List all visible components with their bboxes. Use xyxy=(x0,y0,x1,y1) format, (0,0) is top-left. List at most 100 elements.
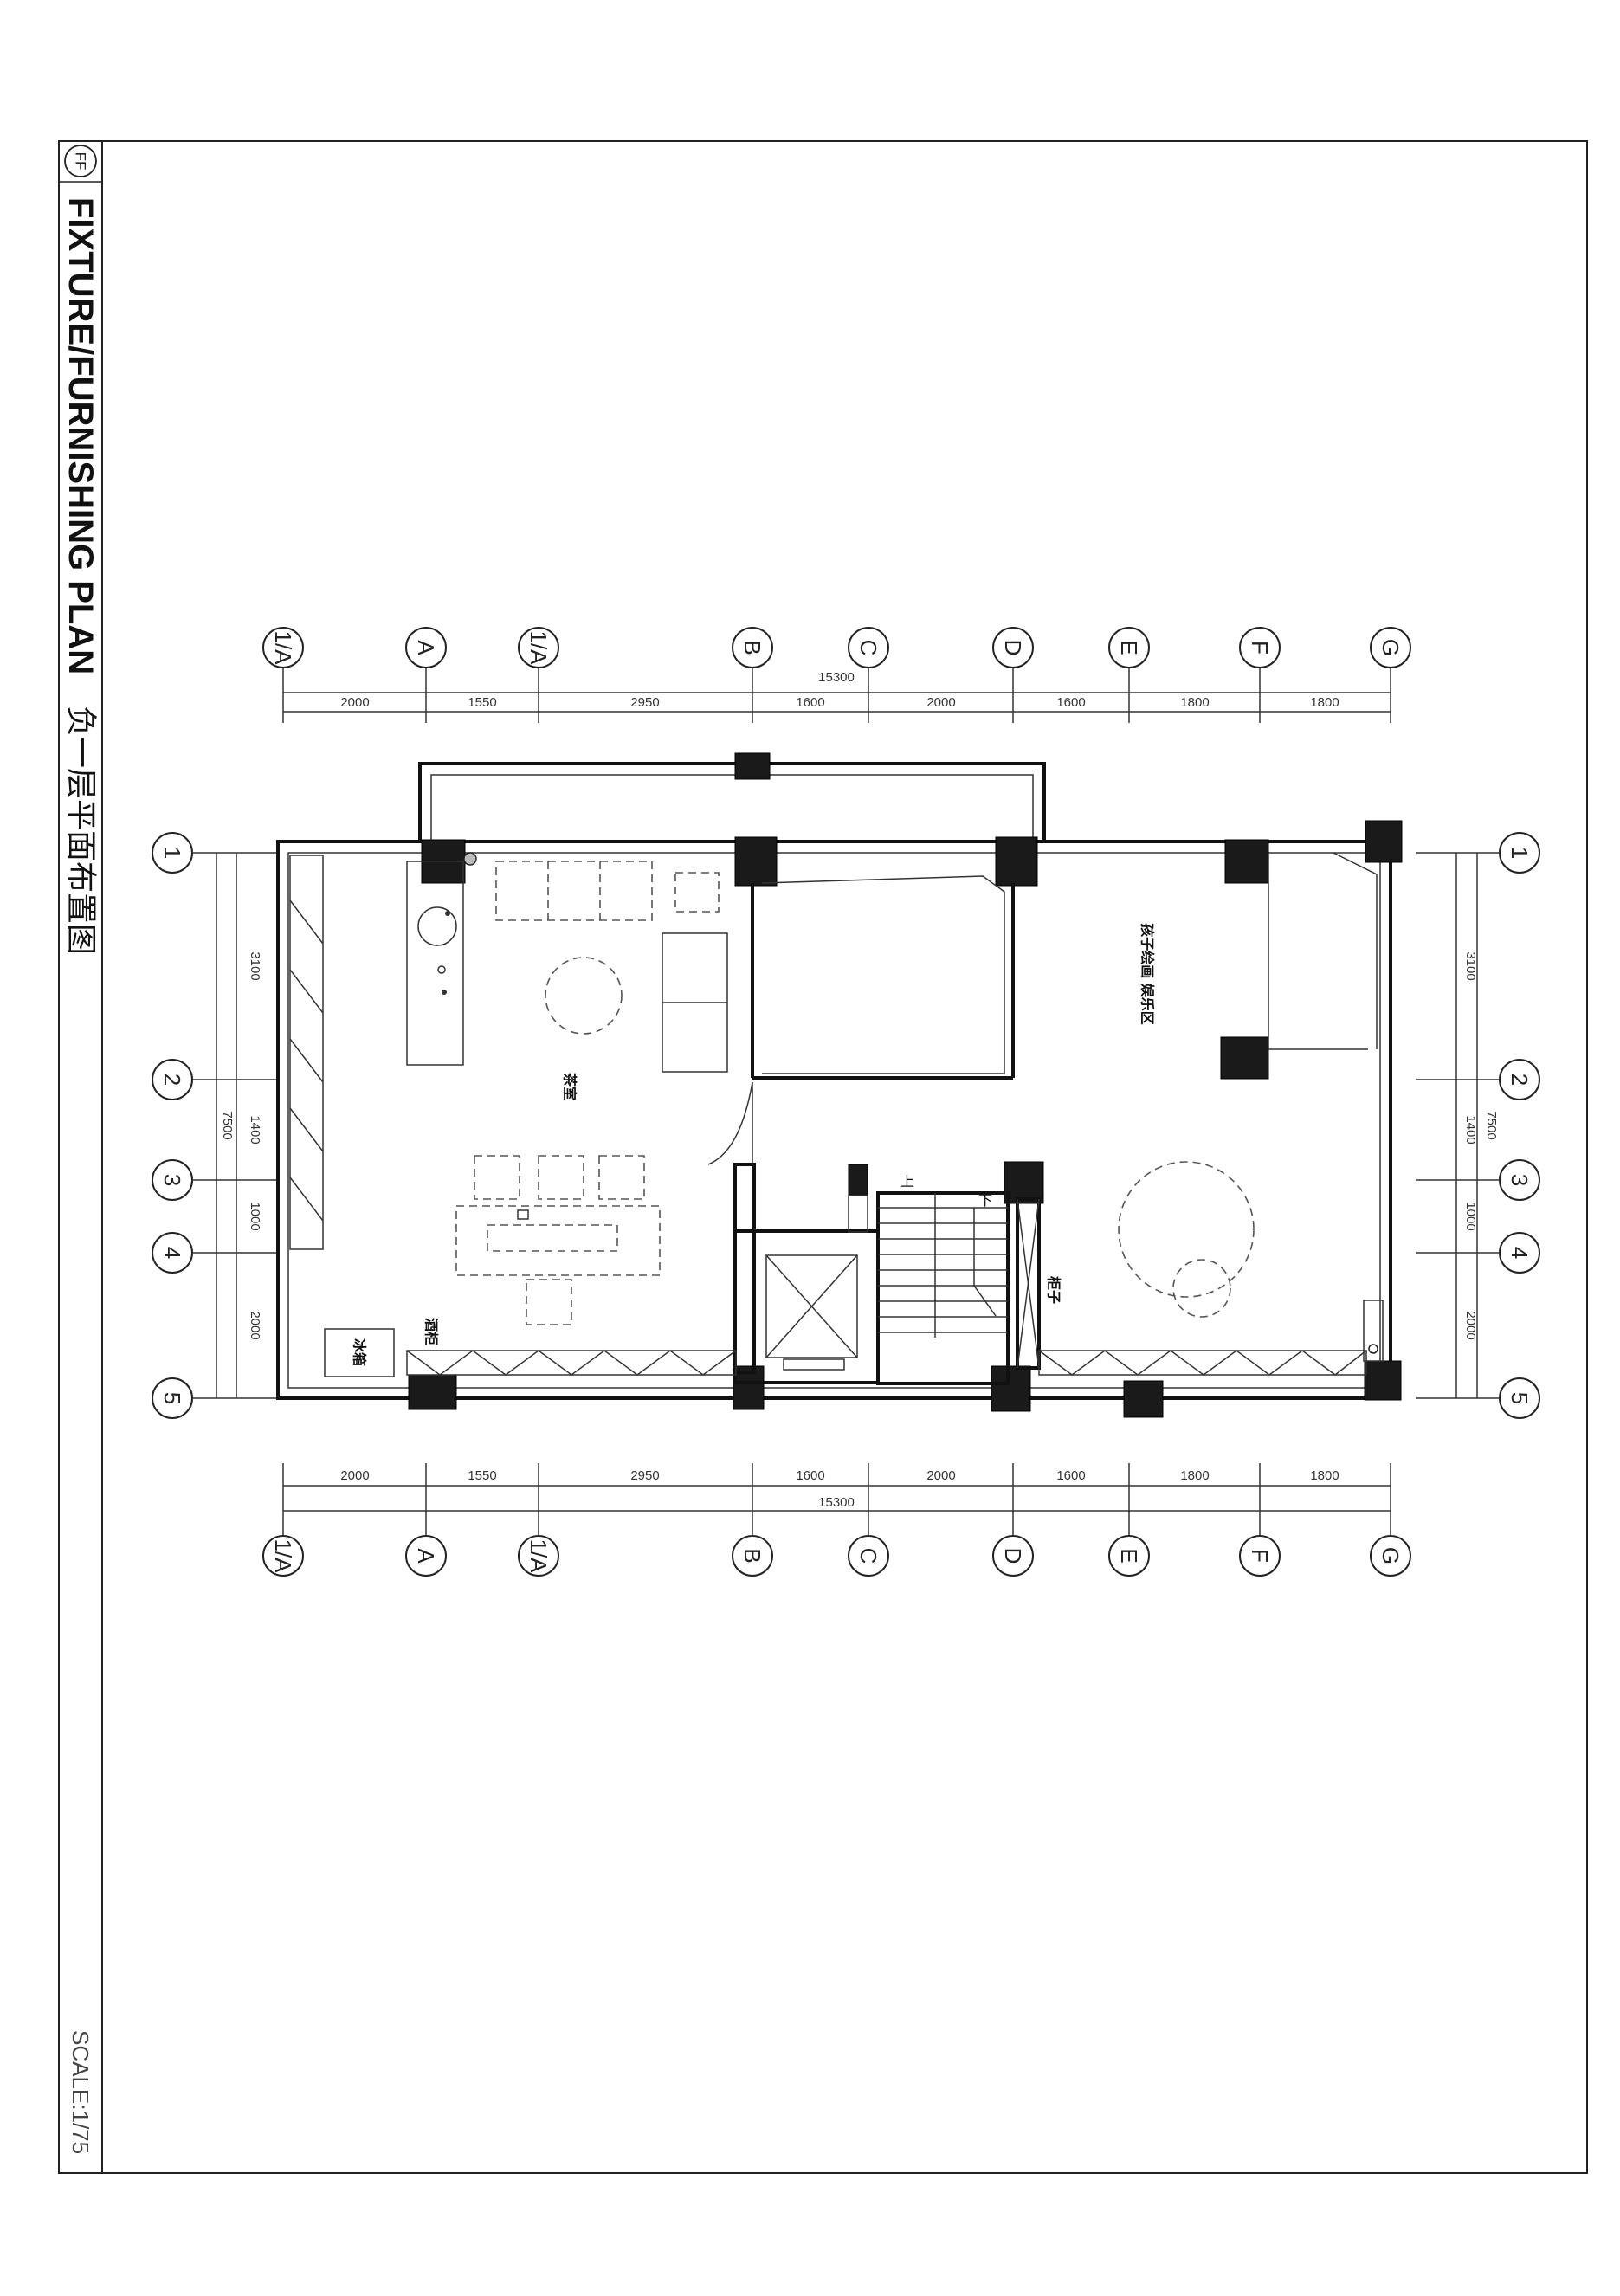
fridge-label: 冰箱 xyxy=(352,1338,368,1366)
sheet-border xyxy=(58,140,1588,2174)
stair-down-label: 下 xyxy=(978,1192,992,1209)
dim-top-seg-4: 1600 xyxy=(796,695,824,710)
sofa-top xyxy=(495,861,653,921)
svg-text:1/A: 1/A xyxy=(270,1538,296,1573)
svg-text:B: B xyxy=(739,1548,765,1563)
bottom-grid-bubbles: 1/A A 1/A B C D E F G xyxy=(262,1535,1411,1577)
column-e5 xyxy=(1123,1380,1164,1418)
top-grid-bubbles: 1/A A 1/A B C D E F G xyxy=(262,627,1411,668)
tea-table xyxy=(455,1205,661,1276)
elevator-door xyxy=(783,1358,845,1371)
drain-fitting xyxy=(463,852,477,866)
interior-partitions: 上 下 xyxy=(707,875,1041,1385)
top-dimensions: 15300 2000 1550 2950 1600 2000 1600 1800… xyxy=(282,668,1391,723)
column-b1 xyxy=(734,836,778,887)
svg-text:1/A: 1/A xyxy=(526,1538,552,1573)
svg-text:C: C xyxy=(855,1548,881,1564)
column-bay-top xyxy=(734,752,771,780)
dim-left-total: 7500 xyxy=(220,1111,235,1139)
left-wall-cabinet xyxy=(289,855,324,1250)
fridge xyxy=(324,1328,395,1377)
tea-tray xyxy=(487,1224,618,1252)
dim-bottom-seg-8: 1800 xyxy=(1310,1468,1339,1483)
inner-wall-line xyxy=(287,852,1381,1389)
grid-bubble-bottom-c xyxy=(848,1535,889,1577)
grid-bubble-top-a xyxy=(405,627,447,668)
grid-bubble-top-e xyxy=(1108,627,1150,668)
svg-text:E: E xyxy=(1116,640,1142,655)
dim-left-seg-1: 3100 xyxy=(248,951,262,980)
grid-bubble-top-1a xyxy=(262,627,304,668)
sheet-title-en: FIXTURE/FURNISHING PLAN xyxy=(61,197,100,674)
outer-wall xyxy=(276,840,1392,1400)
column-d1 xyxy=(995,836,1038,887)
svg-text:2: 2 xyxy=(1507,1074,1533,1086)
tea-sink xyxy=(417,906,457,946)
dim-top-seg-2: 1550 xyxy=(468,695,496,710)
sheet-scale: SCALE:1/75 xyxy=(68,2030,94,2154)
core-duct xyxy=(848,1195,868,1233)
tea-chair-2 xyxy=(538,1155,584,1200)
dim-right-total: 7500 xyxy=(1484,1111,1499,1139)
svg-text:F: F xyxy=(1247,1549,1273,1563)
column-g1 xyxy=(1365,820,1403,863)
grid-bubble-bottom-1a-2 xyxy=(518,1535,559,1577)
core-left-wall xyxy=(733,1163,756,1374)
left-row-bubbles: 1 2 3 4 5 xyxy=(152,832,193,1419)
column-g5 xyxy=(1364,1360,1402,1401)
dim-bottom-total: 15300 xyxy=(818,1495,855,1510)
kids-small-table xyxy=(1172,1259,1231,1318)
stair-cabinet xyxy=(1016,1197,1041,1370)
dim-top-seg-6: 1600 xyxy=(1056,695,1085,710)
tea-chair-3 xyxy=(598,1155,645,1200)
dim-left-seg-3: 1000 xyxy=(248,1202,262,1230)
column-d5 xyxy=(991,1365,1031,1412)
svg-text:G: G xyxy=(1378,639,1404,656)
tea-chair-1 xyxy=(474,1155,520,1200)
svg-text:G: G xyxy=(1378,1547,1404,1564)
dim-bottom-seg-4: 1600 xyxy=(796,1468,824,1483)
grid-bubble-bottom-a xyxy=(405,1535,447,1577)
exterior-walls xyxy=(276,762,1392,1400)
svg-text:5: 5 xyxy=(159,1392,185,1404)
svg-text:1: 1 xyxy=(1507,847,1533,859)
grid-bubble-bottom-e xyxy=(1108,1535,1150,1577)
grid-bubble-bottom-b xyxy=(732,1535,773,1577)
tea-island-counter xyxy=(406,861,464,1066)
elevator-car xyxy=(765,1254,858,1358)
svg-text:D: D xyxy=(1000,1548,1026,1564)
svg-text:4: 4 xyxy=(159,1247,185,1259)
bay-room-outline xyxy=(761,875,1005,1074)
grid-bubble-top-b xyxy=(732,627,773,668)
svg-text:1/A: 1/A xyxy=(270,630,296,665)
column-f2 xyxy=(1220,1036,1269,1080)
svg-text:D: D xyxy=(1000,640,1026,656)
sheet-code: FF xyxy=(73,152,89,171)
tea-room-door-swing xyxy=(707,1081,753,1165)
grid-bubble-top-f xyxy=(1239,627,1281,668)
grid-bubble-bottom-g xyxy=(1370,1535,1411,1577)
svg-text:A: A xyxy=(413,1548,439,1564)
svg-text:3: 3 xyxy=(1507,1174,1533,1186)
stair-enclosure xyxy=(876,1191,1010,1385)
dim-bottom-seg-1: 2000 xyxy=(340,1468,369,1483)
kids-area-label: 孩子绘画 娱乐区 xyxy=(1139,923,1156,1025)
bay-inner-wall xyxy=(430,774,1034,842)
dim-top-total: 15300 xyxy=(818,670,855,685)
dim-top-seg-1: 2000 xyxy=(340,695,369,710)
dim-left-seg-2: 1400 xyxy=(248,1115,262,1144)
column-d3 xyxy=(1004,1161,1044,1204)
core-pillar xyxy=(848,1164,868,1196)
grid-bubble-top-1a-2 xyxy=(518,627,559,668)
grid-bubble-top-g xyxy=(1370,627,1411,668)
left-dimensions: 3100 1400 1000 2000 7500 xyxy=(192,852,277,1399)
dim-left-seg-4: 2000 xyxy=(248,1311,262,1339)
bay-outer-wall xyxy=(418,762,1046,842)
svg-text:B: B xyxy=(739,640,765,655)
dim-bottom-seg-2: 1550 xyxy=(468,1468,496,1483)
right-dimensions: 3100 1400 1000 2000 7500 xyxy=(1416,852,1500,1399)
dim-bottom-seg-6: 1600 xyxy=(1056,1468,1085,1483)
right-row-bubbles: 1 2 3 4 5 xyxy=(1499,832,1540,1419)
sheet-title-cn: 负一层平面布置图 xyxy=(63,706,99,955)
